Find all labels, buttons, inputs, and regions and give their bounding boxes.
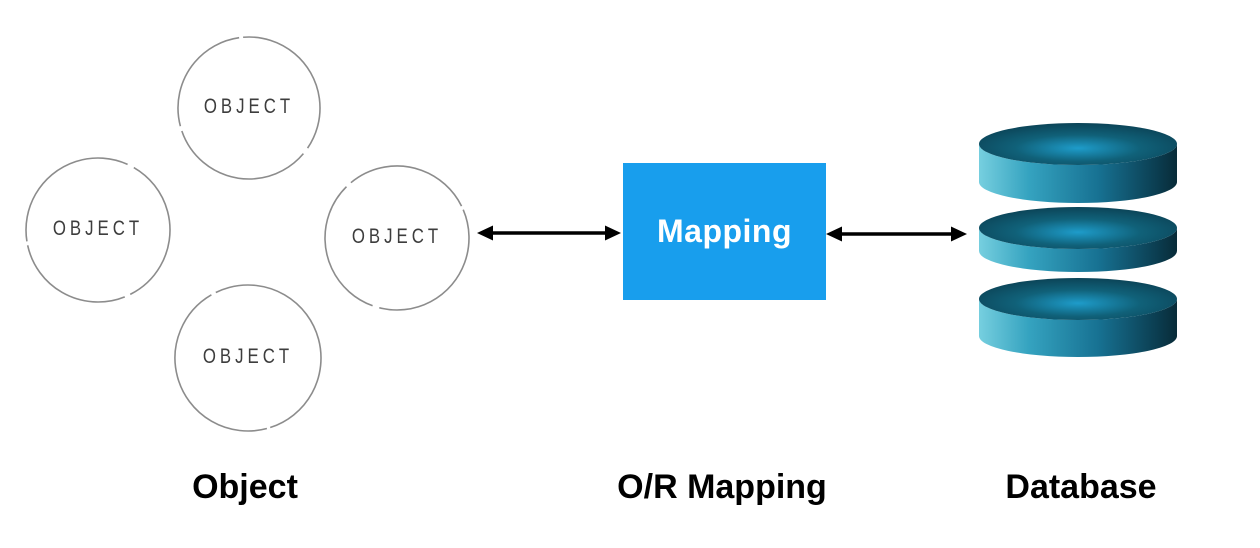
double-arrow-icon: [477, 225, 621, 241]
double-arrow-icon: [826, 226, 967, 242]
db-segment-top: [979, 207, 1177, 249]
caption-database: Database: [1005, 468, 1157, 506]
caption-object: Object: [192, 468, 298, 506]
arrow-head-right: [951, 226, 967, 242]
db-segment-body: [979, 299, 1177, 357]
object-circle-icon: [174, 284, 322, 432]
object-circle-icon: [25, 157, 171, 303]
db-segment-top: [979, 123, 1177, 165]
arrow-head-left: [826, 226, 842, 242]
object-circle-label: OBJECT: [202, 345, 294, 368]
mapping-box: Mapping: [623, 163, 826, 300]
mapping-box-label: Mapping: [656, 213, 793, 249]
object-circle-icon: [177, 36, 321, 180]
db-segment-body: [979, 144, 1177, 203]
arrow-head-left: [477, 225, 493, 241]
db-segment-top: [979, 278, 1177, 320]
caption-or-mapping: O/R Mapping: [617, 468, 827, 506]
object-circle-label: OBJECT: [52, 217, 144, 240]
db-segment-body: [979, 228, 1177, 272]
arrow-head-right: [605, 225, 621, 241]
object-circle-label: OBJECT: [351, 225, 443, 248]
object-circle-label: OBJECT: [203, 95, 295, 118]
database-cylinder-icon: [979, 123, 1177, 357]
object-circle-icon: [324, 165, 470, 311]
